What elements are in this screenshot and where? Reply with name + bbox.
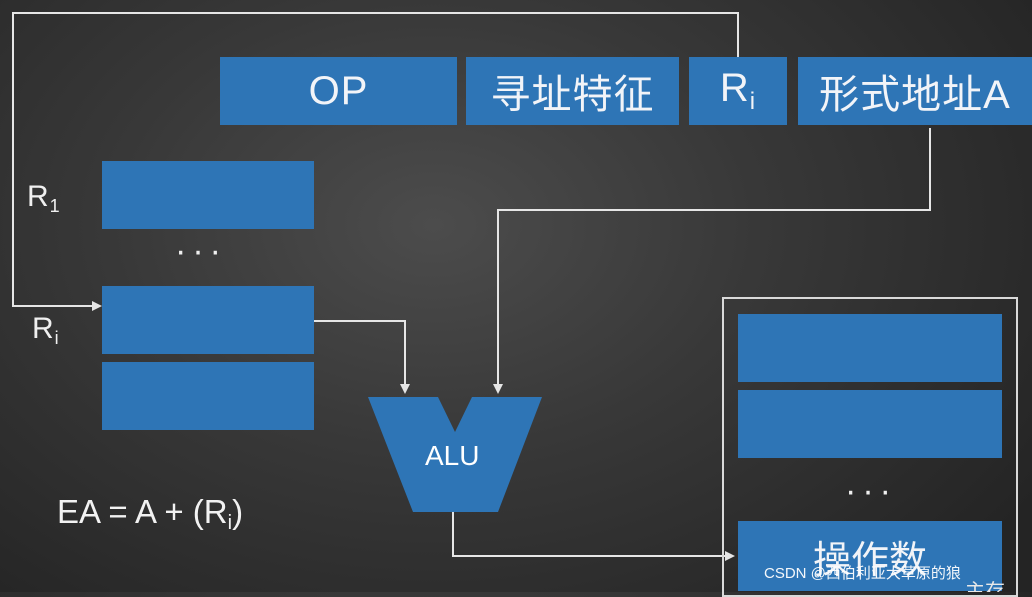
alu-label: ALU xyxy=(425,440,480,471)
op-field: OP xyxy=(220,57,457,125)
alu-output-wire xyxy=(452,512,735,561)
register-ri-label: Ri xyxy=(32,312,59,348)
register-r1 xyxy=(102,161,314,229)
addressing-mode-label: 寻址特征 xyxy=(490,73,655,117)
register-next xyxy=(102,362,314,430)
effective-address-formula: EA = A + (Ri) xyxy=(57,493,244,534)
alu-shape xyxy=(368,397,542,512)
register-r1-label: R1 xyxy=(27,180,60,216)
op-field-label: OP xyxy=(308,68,369,113)
csdn-watermark: CSDN @西伯利亚大草原的狼 xyxy=(764,565,961,582)
ri-index-wire xyxy=(12,12,739,311)
memory-cell-1 xyxy=(738,314,1002,382)
memory-cell-2 xyxy=(738,390,1002,458)
register-field-label: Ri xyxy=(719,66,757,115)
memory-ellipsis: ··· xyxy=(845,472,897,510)
operand-label: 操作数 xyxy=(812,539,927,582)
formal-address-field: 形式地址A xyxy=(798,57,1032,125)
addressing-mode-field: 寻址特征 xyxy=(466,57,679,125)
register-content-wire xyxy=(314,320,410,394)
main-memory-label: 主存 xyxy=(965,581,1005,592)
register-field: Ri xyxy=(689,57,787,125)
formal-address-label: 形式地址A xyxy=(819,73,1011,117)
operand-cell: 操作数 xyxy=(738,521,1002,591)
register-ellipsis: ··· xyxy=(175,232,227,270)
register-ri xyxy=(102,286,314,354)
address-a-wire xyxy=(493,128,931,394)
